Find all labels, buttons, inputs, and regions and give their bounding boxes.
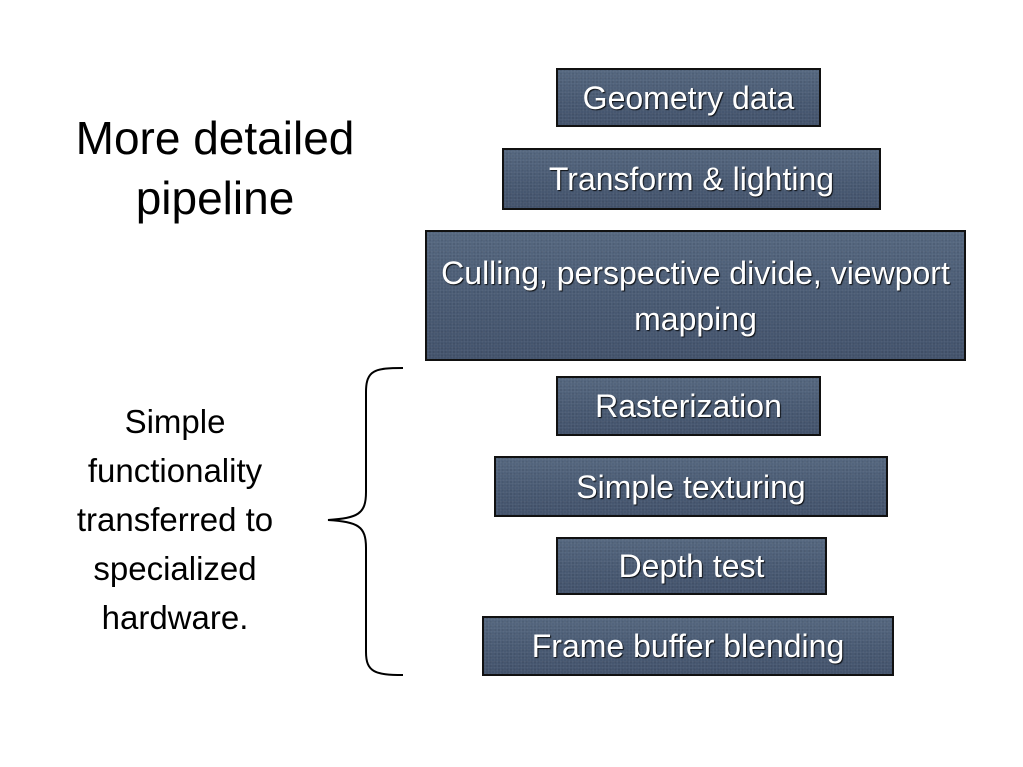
hardware-note: Simple functionality transferred to spec…: [76, 403, 274, 636]
stage-depth-test: Depth test: [556, 537, 827, 595]
stage-geometry-data: Geometry data: [556, 68, 821, 127]
curly-brace: [327, 367, 404, 676]
stage-frame-buffer-blending: Frame buffer blending: [482, 616, 894, 676]
slide-title: More detailed pipeline: [75, 112, 355, 224]
stage-transform-lighting: Transform & lighting: [502, 148, 881, 210]
stage-rasterization: Rasterization: [556, 376, 821, 436]
stage-culling-perspective-viewport: Culling, perspective divide, viewport ma…: [425, 230, 966, 361]
stage-simple-texturing: Simple texturing: [494, 456, 888, 517]
